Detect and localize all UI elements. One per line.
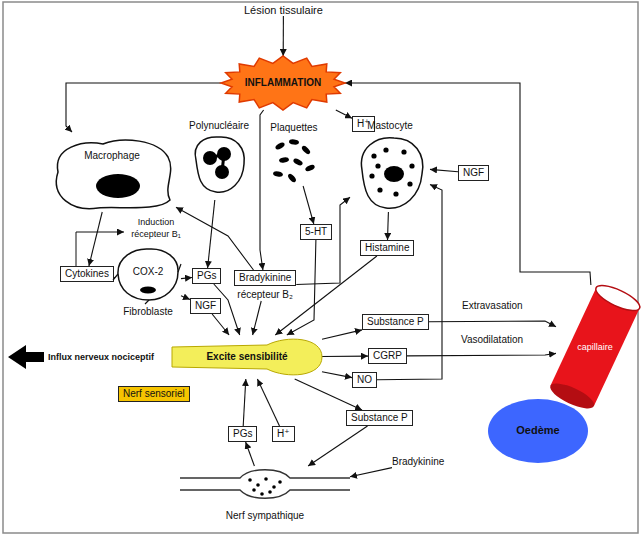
mediator-box: NGF — [190, 298, 221, 314]
arrow-connector — [336, 110, 352, 118]
arrow-connector — [387, 212, 389, 240]
arrow-connector — [322, 372, 352, 378]
inflammation-burst: INFLAMMATION — [221, 56, 345, 110]
arrow-connector — [308, 426, 367, 466]
platelets: Plaquettes — [266, 122, 322, 186]
arrow-connector — [257, 379, 279, 426]
node-label: Nerf sympathique — [180, 510, 350, 522]
arrow-connector — [430, 169, 458, 171]
node-label: Mastocyte — [350, 120, 430, 132]
node-label: capillaire — [556, 341, 634, 353]
node-label: H⁺ — [277, 428, 290, 440]
node-label: NGF — [463, 167, 484, 179]
edge-label: Extravasation — [460, 300, 525, 312]
node-label: INFLAMMATION — [221, 77, 345, 89]
nerve-tag: Nerf sensoriel — [118, 386, 190, 402]
macrophage-cell-outline — [48, 132, 176, 212]
node-label: Bradykinine — [392, 456, 444, 468]
mediator-box: Cytokines — [60, 266, 114, 282]
nociceptive-arrow — [8, 345, 44, 369]
node-label: Cytokines — [65, 268, 109, 280]
arrow-connector — [287, 240, 316, 335]
arrow-connector — [260, 110, 264, 270]
mediator-box: PGs — [192, 268, 221, 284]
node-label: NGF — [195, 300, 216, 312]
arrow-connector — [283, 16, 284, 56]
node-label: Oedème — [487, 424, 589, 436]
arrow-connector — [212, 314, 229, 335]
node-heading: récepteur B₂ — [237, 289, 293, 301]
mediator-box: Substance P — [346, 410, 413, 426]
mediator-box: PGs — [228, 426, 257, 442]
capillary-vessel: capillaire — [556, 285, 634, 410]
mediator-box: Histamine — [360, 240, 414, 256]
arrow-connector — [407, 353, 556, 356]
node-label: Polynucléaire — [186, 120, 252, 132]
oedema-ellipse: Oedème — [487, 398, 589, 464]
arrow-connector — [176, 207, 254, 270]
node-label: 5-HT — [305, 226, 327, 238]
arrow-connector — [345, 83, 591, 285]
mediator-box: Bradykinine récepteur B₂ — [234, 270, 296, 301]
mediator-box: H⁺ — [272, 426, 295, 442]
mast-cell-outline — [350, 120, 430, 212]
arrow-connector — [181, 296, 190, 300]
node-label: COX-2 — [115, 266, 181, 278]
arrow-connector — [253, 301, 262, 335]
arrow-connector — [181, 278, 192, 279]
arrow-connector — [89, 212, 102, 266]
cause-text: Lésion tissulaire — [244, 4, 323, 16]
neutrophil-cell-outline — [186, 120, 252, 200]
induction-note: Induction récepteur B₁ — [126, 216, 186, 240]
arrow-connector — [350, 468, 392, 477]
node-label: Substance P — [351, 412, 408, 424]
arrow-connector — [322, 330, 362, 339]
neutrophil-cell: Polynucléaire — [186, 120, 252, 200]
arrow-connector — [208, 200, 215, 268]
nerve-ending: Excite sensibilité — [172, 335, 322, 379]
node-label: Substance P — [367, 316, 424, 328]
mediator-text: Bradykinine — [392, 456, 444, 468]
node-label: PGs — [197, 270, 216, 282]
node-label: Plaquettes — [266, 122, 322, 134]
macrophage-cell: Macrophage — [48, 132, 176, 212]
node-label: Macrophage — [48, 150, 176, 162]
mediator-box: Substance P — [362, 314, 429, 330]
arrow-connector — [429, 321, 556, 327]
node-label: Histamine — [365, 242, 409, 254]
node-label: NO — [357, 374, 372, 386]
mediator-box: 5-HT — [300, 224, 332, 240]
arrow-connector — [246, 442, 255, 466]
signal-label: Influx nerveux nociceptif — [48, 351, 154, 363]
induction-leader — [76, 232, 124, 266]
node-label: Excite sensibilité — [172, 351, 322, 363]
mediator-box: NO — [352, 372, 377, 388]
arrow-connector — [303, 186, 314, 224]
node-label: Fibroblaste — [115, 306, 181, 318]
arrow-connector — [296, 197, 350, 284]
node-label: PGs — [233, 428, 252, 440]
edge-label: Vasodilatation — [459, 334, 525, 346]
node-label: Nerf sensoriel — [123, 388, 185, 400]
fibroblast-cell: COX-2Fibroblaste — [115, 244, 181, 320]
mediator-box: CGRP — [368, 348, 407, 364]
node-label: Bradykinine — [234, 270, 296, 286]
sympathetic-nerve: Nerf sympathique — [180, 466, 350, 524]
frame — [3, 2, 638, 533]
mast-cell: Mastocyte — [350, 120, 430, 212]
arrow-connector — [322, 356, 368, 357]
node-label: CGRP — [373, 350, 402, 362]
mediator-box: NGF — [458, 165, 489, 181]
node-label: Lésion tissulaire — [244, 4, 323, 16]
arrow-connector — [243, 379, 246, 426]
